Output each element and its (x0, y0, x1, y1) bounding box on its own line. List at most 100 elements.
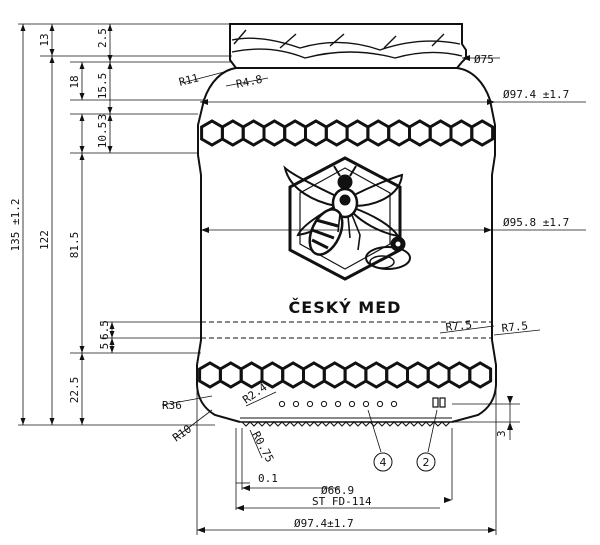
dimension-arrowhead (109, 346, 115, 353)
dim-shoulder: 15.5 (96, 73, 109, 100)
radius-shoulder: R11 (178, 71, 200, 88)
honeycomb-band-upper (200, 119, 495, 147)
radius-side-1: R7.5 (445, 318, 473, 334)
dimension-arrowhead (49, 418, 55, 425)
honeycomb-band-lower (198, 361, 493, 389)
finish-spec: ST FD-114 (312, 495, 372, 508)
dim-band-upper-a: 10.5 (96, 122, 109, 149)
dimension-arrowhead (49, 49, 55, 56)
dimension-arrowhead (109, 331, 115, 338)
base-dot (362, 400, 370, 408)
bee-emblem (283, 156, 411, 281)
honeycomb-cell (281, 361, 305, 389)
base-dot (278, 400, 286, 408)
dimension-arrowhead (49, 56, 55, 63)
dimension-arrowhead (79, 146, 85, 153)
dimension-arrowhead (49, 24, 55, 31)
dim-neck-height: 13 (38, 33, 51, 46)
radius-heel: R10 (170, 422, 194, 444)
dimension-arrowhead (107, 62, 113, 69)
honeycomb-cell (468, 361, 493, 389)
honeycomb-cell (387, 119, 411, 147)
left-dimension-lines (18, 23, 232, 426)
mold-mark (432, 397, 446, 408)
honeycomb-cell (366, 119, 391, 147)
dimension-arrowhead (79, 153, 85, 160)
dimension-arrowhead (107, 114, 113, 121)
dim-body-height: 122 (38, 230, 51, 250)
dimension-arrowhead (109, 338, 115, 345)
honeycomb-cell (241, 119, 266, 147)
dim-base-depth: 3 (495, 430, 508, 437)
svg-text:4: 4 (380, 456, 387, 469)
dim-lower-c: 22.5 (68, 377, 81, 404)
honeycomb-cell (262, 119, 287, 147)
honeycomb-cell (408, 119, 432, 147)
base-stipple (240, 417, 452, 427)
honeycomb-cell (406, 361, 430, 389)
svg-text:2: 2 (423, 456, 430, 469)
callout-4: 4 (373, 452, 393, 472)
honeycomb-cell (345, 119, 370, 147)
dim-band-upper-b: 3 (96, 114, 109, 121)
dimension-arrowhead (107, 24, 113, 31)
honeycomb-cell (322, 361, 347, 389)
honeycomb-cell (302, 361, 326, 389)
dimension-arrowhead (109, 322, 115, 329)
diameter-arrows (200, 55, 495, 233)
honeycomb-cell (220, 119, 245, 147)
dim-upper-diameter: Ø97.4 ±1.7 (503, 88, 569, 101)
base-dot (348, 400, 356, 408)
base-dot (306, 400, 314, 408)
dim-base-contact-diameter: Ø66.9 (321, 484, 354, 497)
dim-finish-diameter: Ø75 (474, 53, 494, 66)
brand-label: ČESKÝ MED (289, 298, 402, 317)
dimension-arrowhead (79, 62, 85, 69)
dimension-arrowhead (107, 107, 113, 114)
base-dot (376, 400, 384, 408)
callout-2: 2 (416, 452, 436, 472)
label-area-lines (201, 321, 492, 339)
base-dot (390, 400, 398, 408)
honeycomb-cell (428, 119, 453, 147)
radius-base: R36 (162, 399, 182, 412)
honeycomb-cell (218, 361, 243, 389)
dimension-arrowhead (20, 24, 26, 31)
base-dot (320, 400, 328, 408)
honeycomb-cell (385, 361, 409, 389)
dimension-arrowhead (79, 353, 85, 360)
honeycomb-cell (343, 361, 368, 389)
dim-finish-height: 2.5 (96, 28, 109, 48)
dim-base-offset: 0.1 (258, 472, 278, 485)
dim-label-diameter: Ø95.8 ±1.7 (503, 216, 569, 229)
dim-label-height: 81.5 (68, 232, 81, 259)
dimension-arrowhead (20, 418, 26, 425)
honeycomb-cell (304, 119, 328, 147)
honeycomb-cell (364, 361, 389, 389)
honeycomb-cell (324, 119, 349, 147)
radius-leaders (161, 71, 541, 459)
dim-bottom-diameter: Ø97.4±1.7 (294, 517, 354, 530)
dim-top-band: 18 (68, 75, 81, 88)
dimension-arrowhead (79, 346, 85, 353)
honeycomb-cell (449, 119, 474, 147)
honeycomb-cell (426, 361, 451, 389)
jar-outline (196, 23, 497, 423)
dim-lower-a: 6.5 (98, 320, 111, 340)
finish-thread (231, 29, 463, 59)
bottom-dimension-lines (196, 390, 520, 535)
dimension-arrowhead (79, 93, 85, 100)
honeycomb-cell (260, 361, 285, 389)
left-dimension-arrows (20, 24, 115, 425)
honeycomb-cell (447, 361, 472, 389)
radius-side-2: R7.5 (501, 319, 529, 335)
honeycomb-cell (470, 119, 495, 147)
dim-lower-b: 5 (98, 343, 111, 350)
dim-overall-height: 135 ±1.2 (9, 199, 22, 252)
base-dot-row (278, 400, 398, 408)
honeycomb-cell (198, 361, 222, 389)
base-dot (334, 400, 342, 408)
radius-neck: R4.8 (235, 73, 264, 91)
dimension-arrowhead (107, 55, 113, 62)
